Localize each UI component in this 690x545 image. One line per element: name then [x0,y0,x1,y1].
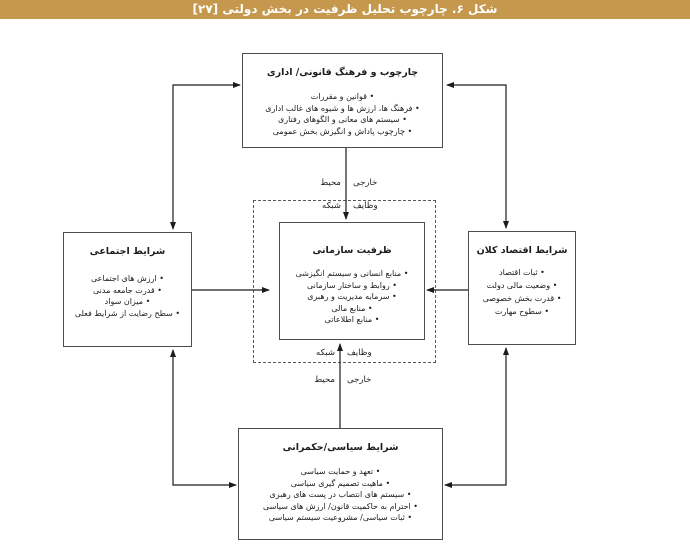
political-governance-title: شرایط سیاسی/حکمرانی [282,442,399,453]
bullet-item: احترام به حاکمیت قانون/ ارزش های سیاسی [239,501,442,513]
bullet-item: ثبات سیاسی/ مشروعیت سیستم سیاسی [239,512,442,524]
bullet-item: منابع اطلاعاتی [280,314,424,326]
bullet-item: روابط و ساختار سازمانی [280,280,424,292]
macroeconomic-conditions-title: شرایط اقتصاد کلان [476,245,568,256]
legal-admin-framework-title: چارچوب و فرهنگ قانونی/ اداری [266,67,419,78]
bullet-item: سطح رضایت از شرایط فعلی [64,308,191,320]
bullet-item: سیستم های انتصاب در پست های رهبری [239,489,442,501]
network-label-bottom: شبکه [316,348,335,358]
social-conditions-items: ارزش های اجتماعیقدرت جامعه مدنیمیزان سوا… [64,273,191,319]
arrow-top-right-link [446,82,509,229]
bullet-item: سطوح مهارت [469,305,575,318]
network-label-top: شبکه [322,201,341,211]
organizational-capacity-title: ظرفیت سازمانی [312,245,392,256]
bullet-item: قوانین و مقررات [243,91,442,103]
bullet-item: قدرت بخش خصوصی [469,292,575,305]
tasks-label-bottom: وظایف [347,348,372,358]
social-conditions-box: شرایط اجتماعی ارزش های اجتماعیقدرت جامعه… [63,232,192,347]
bullet-item: منابع مالی [280,303,424,315]
legal-admin-framework-box: چارچوب و فرهنگ قانونی/ اداری قوانین و مق… [242,53,443,148]
figure-caption-text: شکل ۶. چارچوب تحلیل ظرفیت در بخش دولتی [… [192,2,498,16]
legal-admin-framework-items: قوانین و مقرراتفرهنگ ها، ارزش ها و شیوه … [243,91,442,137]
task-network-dashed-box [253,200,436,363]
bullet-item: میزان سواد [64,296,191,308]
tasks-label-top: وظایف [353,201,378,211]
bullet-item: ارزش های اجتماعی [64,273,191,285]
macroeconomic-conditions-items: ثبات اقتصادوضعیت مالی دولتقدرت بخش خصوصی… [469,266,575,318]
bullet-item: سیستم های معانی و الگوهای رفتاری [243,114,442,126]
external-label-top: خارجی [353,178,378,188]
bullet-item: ماهیت تصمیم گیری سیاسی [239,478,442,490]
bullet-item: سرمایه مدیریت و رهبری [280,291,424,303]
environment-label-top: محیط [320,178,341,188]
organizational-capacity-items: منابع انسانی و سیستم انگیزشیروابط و ساخت… [280,268,424,326]
arrow-left-top-link [170,82,241,230]
bullet-item: فرهنگ ها، ارزش ها و شیوه های غالب اداری [243,103,442,115]
macroeconomic-conditions-box: شرایط اقتصاد کلان ثبات اقتصادوضعیت مالی … [468,231,576,345]
arrow-left-bottom-link [170,349,237,488]
figure-caption-bar: شکل ۶. چارچوب تحلیل ظرفیت در بخش دولتی [… [0,0,690,19]
bullet-item: ثبات اقتصاد [469,266,575,279]
organizational-capacity-box: ظرفیت سازمانی منابع انسانی و سیستم انگیز… [279,222,425,340]
political-governance-box: شرایط سیاسی/حکمرانی تعهد و حمایت سیاسیما… [238,428,443,540]
bullet-item: چارچوب پاداش و انگیزش بخش عمومی [243,126,442,138]
political-governance-items: تعهد و حمایت سیاسیماهیت تصمیم گیری سیاسی… [239,466,442,524]
environment-label-bottom: محیط [314,375,335,385]
bullet-item: وضعیت مالی دولت [469,279,575,292]
arrow-right-bottom-link [444,347,509,488]
bullet-item: تعهد و حمایت سیاسی [239,466,442,478]
bullet-item: قدرت جامعه مدنی [64,285,191,297]
social-conditions-title: شرایط اجتماعی [89,246,166,257]
bullet-item: منابع انسانی و سیستم انگیزشی [280,268,424,280]
external-label-bottom: خارجی [347,375,372,385]
